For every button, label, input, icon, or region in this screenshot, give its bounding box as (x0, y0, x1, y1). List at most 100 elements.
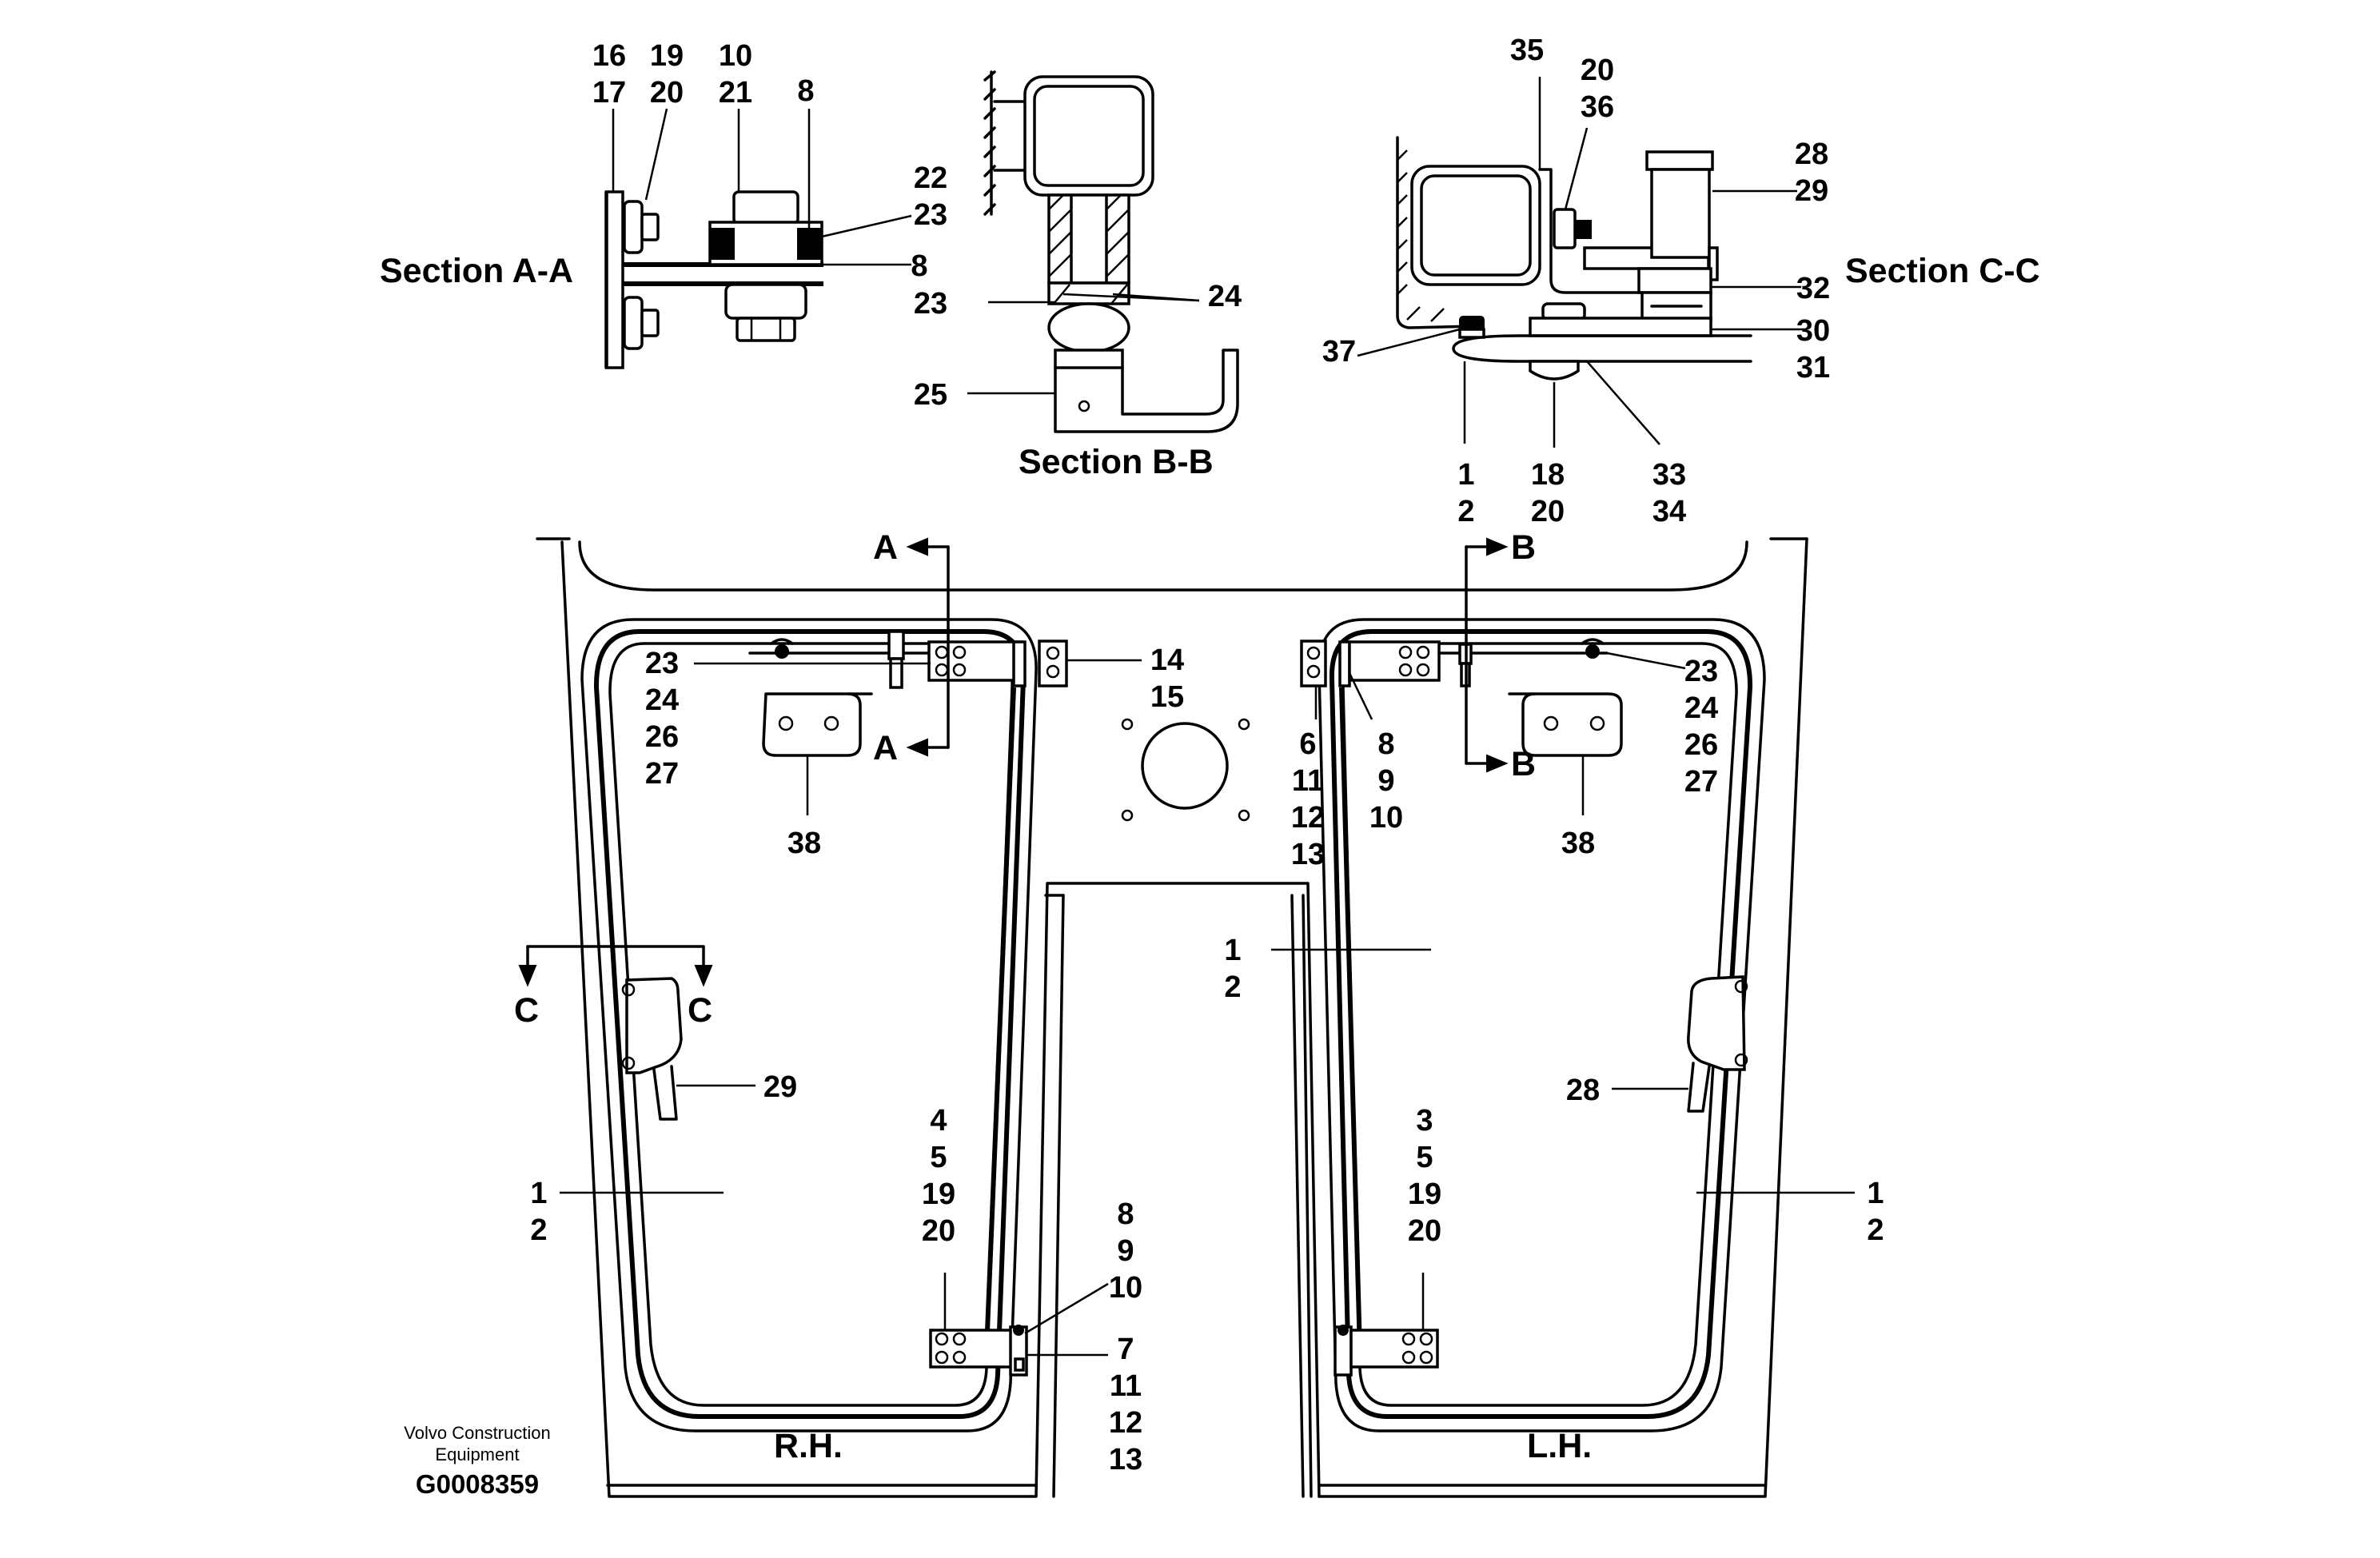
c-bolt-head (1553, 208, 1577, 249)
callout-number: 23 (914, 287, 947, 321)
c-wall (1396, 136, 1477, 329)
callout-section-b-24: 24 (1208, 280, 1242, 313)
leader-a-22 (821, 214, 912, 238)
callout-number: 31 (1796, 351, 1830, 385)
callout-number: 16 (592, 39, 626, 73)
callout-number: 12 (1109, 1406, 1142, 1440)
c-handle-body (1650, 168, 1711, 259)
lh-latch (1687, 975, 1746, 1071)
callout-number: 20 (650, 76, 684, 110)
leader-rh-8 (1024, 1282, 1109, 1335)
marker-c-left: C (514, 991, 539, 1030)
callout-number: 38 (787, 827, 821, 860)
callout-number: 8 (797, 74, 814, 108)
a-bolt-head-lower (623, 296, 644, 350)
rh-top-hinge-block (1038, 640, 1068, 687)
callout-section-b-25: 25 (914, 378, 947, 412)
callout-section-c-35: 35 (1510, 34, 1544, 67)
callout-number: 24 (1208, 280, 1242, 313)
callout-number: 22 (914, 161, 947, 195)
rh-latch (625, 977, 683, 1074)
callout-number: 33 (1652, 458, 1686, 492)
callout-number: 36 (1581, 90, 1614, 124)
rh-latch-arm (652, 1065, 678, 1121)
callout-number: 19 (650, 39, 684, 73)
section-titles: Section A-A Section B-B Section C-C (380, 252, 2040, 481)
a-bolt-tip (736, 317, 796, 342)
marker-c-right: C (688, 991, 712, 1030)
callout-number: 2 (1224, 970, 1241, 1004)
b-tube-inner (1033, 85, 1145, 187)
callout-section-a-8-mid: 8 (911, 249, 927, 283)
c-glass (1452, 334, 1752, 363)
leader-a-19 (644, 108, 668, 201)
callout-number: 21 (719, 76, 752, 110)
callout-number: 5 (930, 1141, 947, 1174)
c-handle-cap (1645, 150, 1714, 171)
callout-number: 5 (1416, 1141, 1433, 1174)
a-bushing-top (732, 190, 799, 225)
callout-number: 27 (645, 757, 679, 791)
b-washer (1047, 281, 1130, 305)
callout-number: 34 (1652, 495, 1686, 528)
b-collar (1054, 349, 1124, 369)
main-view-leaders (560, 651, 1855, 1357)
callout-number: 35 (1510, 34, 1544, 67)
callout-section-a-8-top: 8 (797, 74, 814, 108)
callout-number: 28 (1795, 137, 1828, 171)
callout-number: 8 (1377, 727, 1394, 761)
callout-number: 17 (592, 76, 626, 110)
callout-number: 26 (1684, 728, 1718, 762)
callout-number: 26 (645, 720, 679, 754)
callout-number: 15 (1150, 680, 1184, 714)
callout-number: 12 (1291, 801, 1325, 835)
callout-number: 11 (1110, 1369, 1142, 1403)
rh-clamp (887, 630, 905, 660)
callout-number: 10 (719, 39, 752, 73)
rh-label: R.H. (774, 1427, 843, 1465)
callout-number: 13 (1109, 1443, 1142, 1476)
callout-number: 25 (914, 378, 947, 412)
leader-c-37 (1357, 328, 1461, 357)
rh-bottom-hinge-plate (929, 1329, 1019, 1369)
callout-number: 37 (1322, 335, 1356, 369)
callout-rh-38: 38 (787, 827, 821, 860)
callout-number: 20 (922, 1214, 955, 1248)
leader-c-20 (1564, 127, 1589, 210)
callout-number: 1 (530, 1177, 547, 1210)
callout-number: 38 (1561, 827, 1595, 860)
marker-a-bottom: A (873, 729, 898, 767)
lh-latch-arm (1687, 1062, 1711, 1113)
callout-number: 19 (922, 1177, 955, 1211)
callout-number: 3 (1416, 1104, 1433, 1138)
rh-door (580, 618, 1068, 1432)
callout-section-b-23: 23 (914, 287, 947, 321)
callout-number: 23 (645, 647, 679, 680)
c-plate (1529, 317, 1712, 337)
leader-center-8 (1348, 672, 1373, 720)
lh-handle-box (1521, 692, 1623, 757)
callout-number: 10 (1109, 1271, 1142, 1305)
callout-number: 11 (1292, 764, 1324, 798)
callout-number: 20 (1581, 54, 1614, 87)
lh-top-hinge-plate (1348, 640, 1441, 682)
section-b-b-view (967, 70, 1239, 433)
callout-number: 10 (1369, 801, 1403, 835)
